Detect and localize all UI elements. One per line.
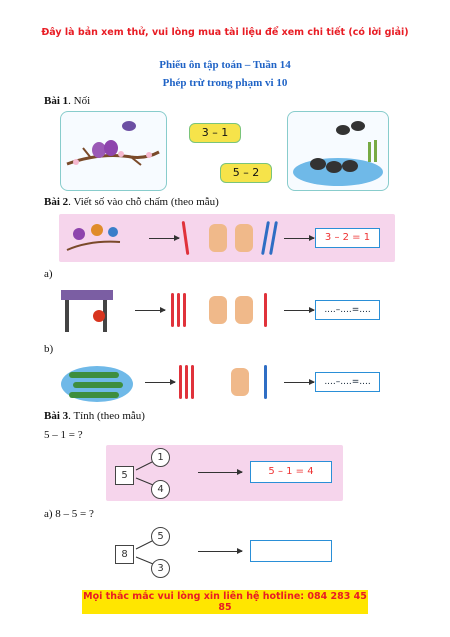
red-stick: [191, 365, 194, 399]
blank-answer-box[interactable]: [250, 540, 332, 562]
example-question: 5 – 1 = ?: [44, 429, 83, 441]
hand-icon: [235, 296, 253, 324]
bai2-a-label: a): [44, 268, 53, 280]
branch-birds-illustration: [66, 121, 160, 166]
red-stick: [171, 293, 174, 327]
part-number-circle: 5: [151, 527, 170, 546]
butterflies-illustration: [66, 224, 121, 251]
hand-icon: [209, 224, 227, 252]
red-stick: [264, 293, 267, 327]
blue-stick: [264, 365, 267, 399]
blue-stick: [269, 220, 278, 256]
ducks-illustration: [293, 121, 383, 186]
arrow-2: [284, 379, 315, 385]
part-number-circle: 4: [151, 480, 170, 499]
arrow-2: [284, 307, 315, 313]
bai2-example-row: 3 – 2 = 1: [59, 214, 395, 262]
crocodiles-illustration: [61, 366, 133, 402]
ducks-in-pond-picture[interactable]: [287, 111, 389, 191]
hand-icon: [231, 368, 249, 396]
red-stick: [183, 293, 186, 327]
hand-icon: [209, 296, 227, 324]
red-stick: [179, 365, 182, 399]
arrow-2: [284, 235, 315, 241]
arrow-1: [149, 235, 180, 241]
table-ball-illustration: [61, 290, 113, 332]
hotline-notice: Mọi thắc mắc vui lòng xin liên hệ hotlin…: [82, 590, 368, 614]
whole-number-box: 8: [115, 545, 134, 564]
example-answer-box: 3 – 2 = 1: [315, 228, 380, 248]
hand-icon: [235, 224, 253, 252]
birds-on-branch-picture[interactable]: [60, 111, 167, 191]
bai2-a-row: ....–....=....: [59, 286, 395, 334]
part-number-circle: 3: [151, 559, 170, 578]
bai2-b-label: b): [44, 343, 54, 355]
bai2-heading: Bài 2. Viết số vào chỗ chấm (theo mẫu): [44, 196, 219, 208]
blue-stick: [261, 220, 270, 256]
blank-answer-box[interactable]: ....–....=....: [315, 372, 380, 392]
expr-chip-1[interactable]: 3 – 1: [189, 123, 241, 143]
part-number-circle: 1: [151, 448, 170, 467]
arrow-1: [135, 307, 166, 313]
expr-chip-2[interactable]: 5 – 2: [220, 163, 272, 183]
arrow: [198, 469, 243, 475]
arrow-1: [145, 379, 176, 385]
red-stick: [185, 365, 188, 399]
bai3-heading: Bài 3. Tính (theo mẫu): [44, 410, 145, 422]
bai3-example-row: 5 1 4 5 – 1 = 4: [106, 445, 343, 501]
whole-number-box: 5: [115, 466, 134, 485]
arrow: [198, 548, 243, 554]
bai2-b-row: ....–....=....: [59, 358, 395, 406]
preview-notice: Đây là bản xem thử, vui lòng mua tài liệ…: [41, 27, 409, 38]
blank-answer-box[interactable]: ....–....=....: [315, 300, 380, 320]
example-answer-box: 5 – 1 = 4: [250, 461, 332, 483]
worksheet-subtitle: Phép trừ trong phạm vi 10: [162, 77, 288, 89]
red-stick: [177, 293, 180, 327]
worksheet-title: Phiếu ôn tập toán – Tuần 14: [159, 59, 291, 71]
exercise-a-question: a) 8 – 5 = ?: [44, 508, 94, 520]
bai3-a-row: 8 5 3: [106, 524, 343, 580]
bai1-heading: Bài 1. Nối: [44, 95, 91, 107]
red-stick: [181, 220, 190, 256]
